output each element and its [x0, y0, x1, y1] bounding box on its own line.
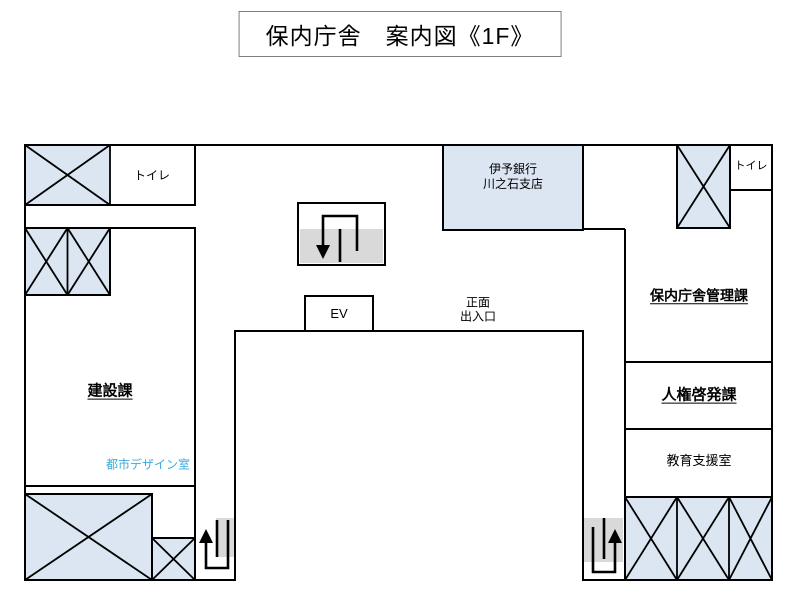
bank-label-line2: 川之石支店 — [482, 177, 544, 191]
bank-room-border — [442, 144, 584, 231]
elevator-box — [304, 295, 374, 332]
urban-design-office-label: 都市デザイン室 — [105, 457, 191, 472]
stair-path — [204, 520, 230, 570]
stair-symbol-bottom-right — [584, 518, 623, 574]
cross-mark — [24, 144, 111, 206]
cross-mark — [728, 496, 773, 581]
elevator-label: EV — [330, 305, 348, 321]
stair-path — [321, 214, 359, 251]
toilet-right-room — [729, 144, 773, 191]
up-arrow-icon — [199, 529, 213, 543]
bank-room — [443, 145, 583, 230]
main-entrance-line2: 出入口 — [459, 310, 497, 324]
cross-mark — [151, 537, 196, 581]
toilet-right-label: トイレ — [734, 160, 768, 173]
down-arrow-icon — [316, 245, 330, 259]
main-entrance-label: 正面 出入口 — [460, 296, 496, 325]
stair-symbol-center — [297, 202, 386, 266]
stair-symbol-bottom-left — [199, 518, 234, 570]
bank-label-line1: 伊予銀行 — [488, 162, 538, 176]
stairs-area-bottom-right — [625, 497, 772, 580]
up-arrow-icon — [608, 529, 622, 543]
cross-mark — [66, 227, 111, 296]
stair-box — [297, 202, 386, 266]
main-entrance-line1: 正面 — [465, 295, 491, 310]
stair-shading — [300, 229, 383, 263]
cross-mark — [24, 493, 153, 581]
stairs-area-bottom-left-small-border — [151, 537, 196, 581]
stair-path — [591, 527, 617, 574]
education-support-room-label: 教育支援室 — [666, 452, 732, 468]
toilet-left-label: トイレ — [133, 168, 171, 183]
stairs-area-bottom-right-border — [624, 496, 773, 581]
stair-shading — [216, 518, 234, 557]
cross-mark — [676, 144, 731, 229]
cross-mark — [624, 496, 678, 581]
bank-label: 伊予銀行 川之石支店 — [483, 162, 543, 192]
human-rights-room-label: 人権啓発課 — [661, 386, 737, 404]
construction-room-label: 建設課 — [87, 382, 133, 400]
cross-mark — [676, 496, 730, 581]
page-title: 保内庁舎 案内図《1F》 — [238, 11, 562, 57]
cross-mark — [24, 227, 69, 296]
management-room-label: 保内庁舎管理課 — [650, 287, 748, 304]
